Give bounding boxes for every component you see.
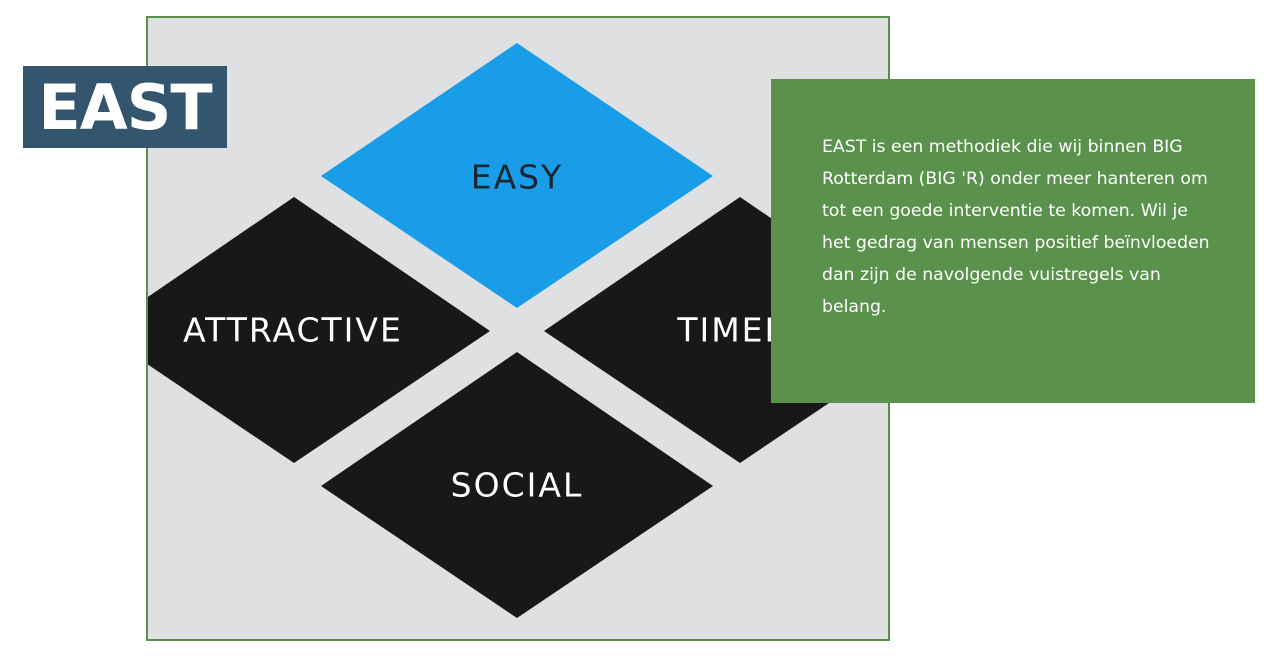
east-title-badge: EAST [23,66,227,148]
diamond-social: SOCIAL [321,352,713,618]
east-diagram-frame: ATTRACTIVE TIMELY EASY SOCIAL [146,16,890,641]
diamond-attractive-label: ATTRACTIVE [183,311,403,350]
diamond-social-label: SOCIAL [451,466,584,505]
diamond-social-shape [321,352,713,618]
diamond-easy-shape [321,43,713,308]
diamond-easy: EASY [321,43,713,308]
diamond-attractive: ATTRACTIVE [148,197,490,463]
diamond-easy-label: EASY [471,158,564,197]
description-text: EAST is een methodiek die wij binnen BIG… [822,137,1210,317]
east-title: EAST [38,70,212,144]
diamond-attractive-shape [148,197,490,463]
description-panel: EAST is een methodiek die wij binnen BIG… [771,79,1255,403]
